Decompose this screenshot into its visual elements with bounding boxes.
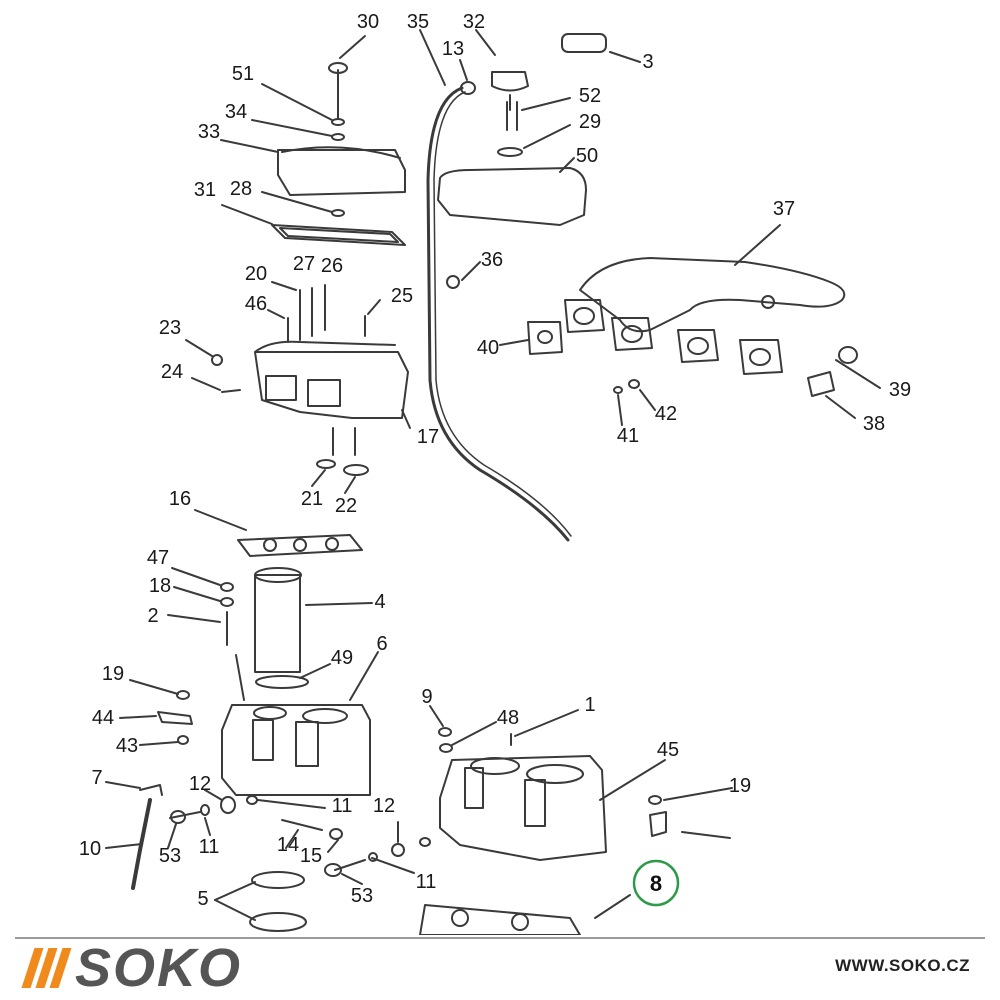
callout-label: 34 (225, 101, 247, 123)
callout-label: 53 (351, 885, 373, 907)
highlight-callout-label: 8 (650, 871, 662, 896)
highlight-callout: 8 (632, 859, 680, 907)
part-drawings (105, 29, 881, 935)
callout-label: 14 (277, 834, 299, 856)
callout-label: 38 (863, 413, 885, 435)
callout-label: 18 (149, 575, 171, 597)
callout-label: 25 (391, 285, 413, 307)
callout-label: 7 (91, 767, 102, 789)
callout-label: 36 (481, 249, 503, 271)
callout-label: 42 (655, 403, 677, 425)
logo-text: SOKO (75, 938, 243, 998)
callout-label: 1 (584, 694, 595, 716)
callout-label: 24 (161, 361, 183, 383)
callout-label: 30 (357, 11, 379, 33)
callout-label: 20 (245, 263, 267, 285)
exploded-parts-diagram: 3035321335134523329315028373620272625462… (79, 11, 911, 935)
callout-label: 26 (321, 255, 343, 277)
website-url: WWW.SOKO.CZ (835, 956, 970, 975)
callout-label: 49 (331, 647, 353, 669)
callout-label: 31 (194, 179, 216, 201)
callout-label: 11 (199, 836, 220, 858)
callout-label: 40 (477, 337, 499, 359)
callout-label: 44 (92, 707, 114, 729)
callout-label: 12 (189, 773, 211, 795)
callout-label: 10 (79, 838, 101, 860)
callout-label: 53 (159, 845, 181, 867)
callout-label: 4 (374, 591, 385, 613)
logo-stripes-icon (21, 948, 72, 988)
callout-label: 33 (198, 121, 220, 143)
callout-label: 19 (729, 775, 751, 797)
callout-label: 39 (889, 379, 911, 401)
callout-label: 52 (579, 85, 601, 107)
callout-label: 41 (617, 425, 639, 447)
callout-label: 48 (497, 707, 519, 729)
callout-label: 17 (417, 426, 439, 448)
callout-label: 15 (300, 845, 322, 867)
callout-label: 2 (147, 605, 158, 627)
callout-label: 45 (657, 739, 679, 761)
callout-label: 29 (579, 111, 601, 133)
callout-label: 13 (442, 38, 464, 60)
callout-label: 11 (416, 871, 437, 893)
highlight-ring (632, 859, 680, 907)
callout-label: 9 (421, 686, 432, 708)
callout-label: 23 (159, 317, 181, 339)
callout-label: 46 (245, 293, 267, 315)
callout-label: 5 (197, 888, 208, 910)
callout-label: 43 (116, 735, 138, 757)
footer-divider (15, 937, 985, 939)
callout-label: 51 (232, 63, 254, 85)
callout-label: 19 (102, 663, 124, 685)
callout-label: 28 (230, 178, 252, 200)
callout-label: 32 (463, 11, 485, 33)
callout-label: 35 (407, 11, 429, 33)
callout-label: 3 (642, 51, 653, 73)
callout-label: 47 (147, 547, 169, 569)
callout-label: 22 (335, 495, 357, 517)
callout-label: 27 (293, 253, 315, 275)
callout-label: 37 (773, 198, 795, 220)
soko-logo: SOKO (21, 938, 243, 998)
callout-label: 11 (332, 795, 353, 817)
callout-label: 12 (373, 795, 395, 817)
callout-label: 16 (169, 488, 191, 510)
callout-label: 21 (301, 488, 323, 510)
callout-label: 6 (376, 633, 387, 655)
callout-label: 50 (576, 145, 598, 167)
